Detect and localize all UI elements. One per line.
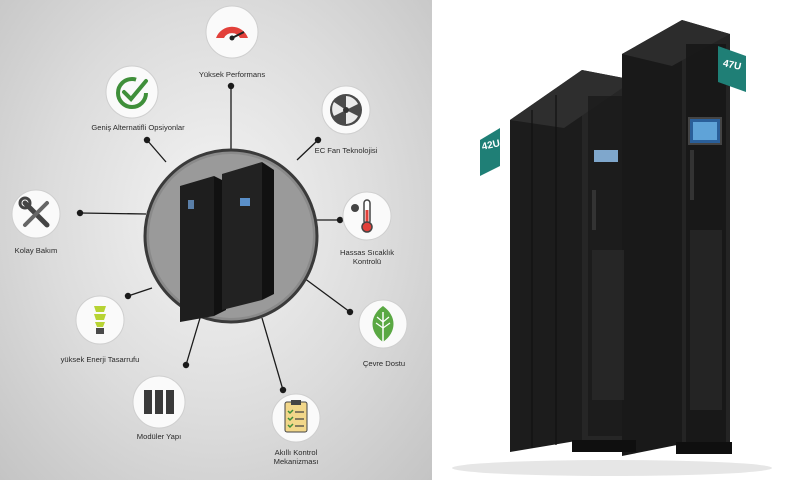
badge-47u-shape xyxy=(718,46,746,92)
badge-42u-shape xyxy=(480,128,500,176)
feature-label-moduler-yapi: Modüler Yapı xyxy=(136,432,182,441)
feature-label-enerji: yüksek Enerji Tasarrufu xyxy=(60,355,140,364)
modules-icon xyxy=(132,375,186,429)
feature-wheel-lines xyxy=(76,82,354,394)
gauge-icon xyxy=(205,5,259,59)
cabinets-image xyxy=(452,20,772,476)
leaf-icon xyxy=(358,299,408,349)
feature-label-akilli-kontrol: Akıllı Kontrol Mekanizması xyxy=(273,448,319,467)
checkmark-icon xyxy=(105,65,159,119)
feature-label-sicaklik: Hassas Sıcaklık Kontrolü xyxy=(339,248,395,267)
feature-label-genis-opsiyon: Geniş Alternatifli Opsiyonlar xyxy=(91,123,185,132)
tools-icon xyxy=(11,189,61,239)
product-photo-panel: 42U 47U xyxy=(432,0,800,480)
feature-label-yuksek-performans: Yüksek Performans xyxy=(198,70,266,79)
thermometer-icon xyxy=(342,191,392,241)
small-cabinet-display xyxy=(594,150,618,162)
fan-icon xyxy=(321,85,371,135)
center-cabinets-image xyxy=(180,162,274,322)
feature-wheel-panel: Yüksek Performans EC Fan Teknolojisi Has… xyxy=(0,0,432,480)
clipboard-checklist-icon xyxy=(271,393,321,443)
energy-bulb-icon xyxy=(75,295,125,345)
feature-label-ec-fan: EC Fan Teknolojisi xyxy=(314,146,378,155)
feature-label-kolay-bakim: Kolay Bakım xyxy=(14,246,58,255)
feature-label-cevre-dostu: Çevre Dostu xyxy=(362,359,406,368)
